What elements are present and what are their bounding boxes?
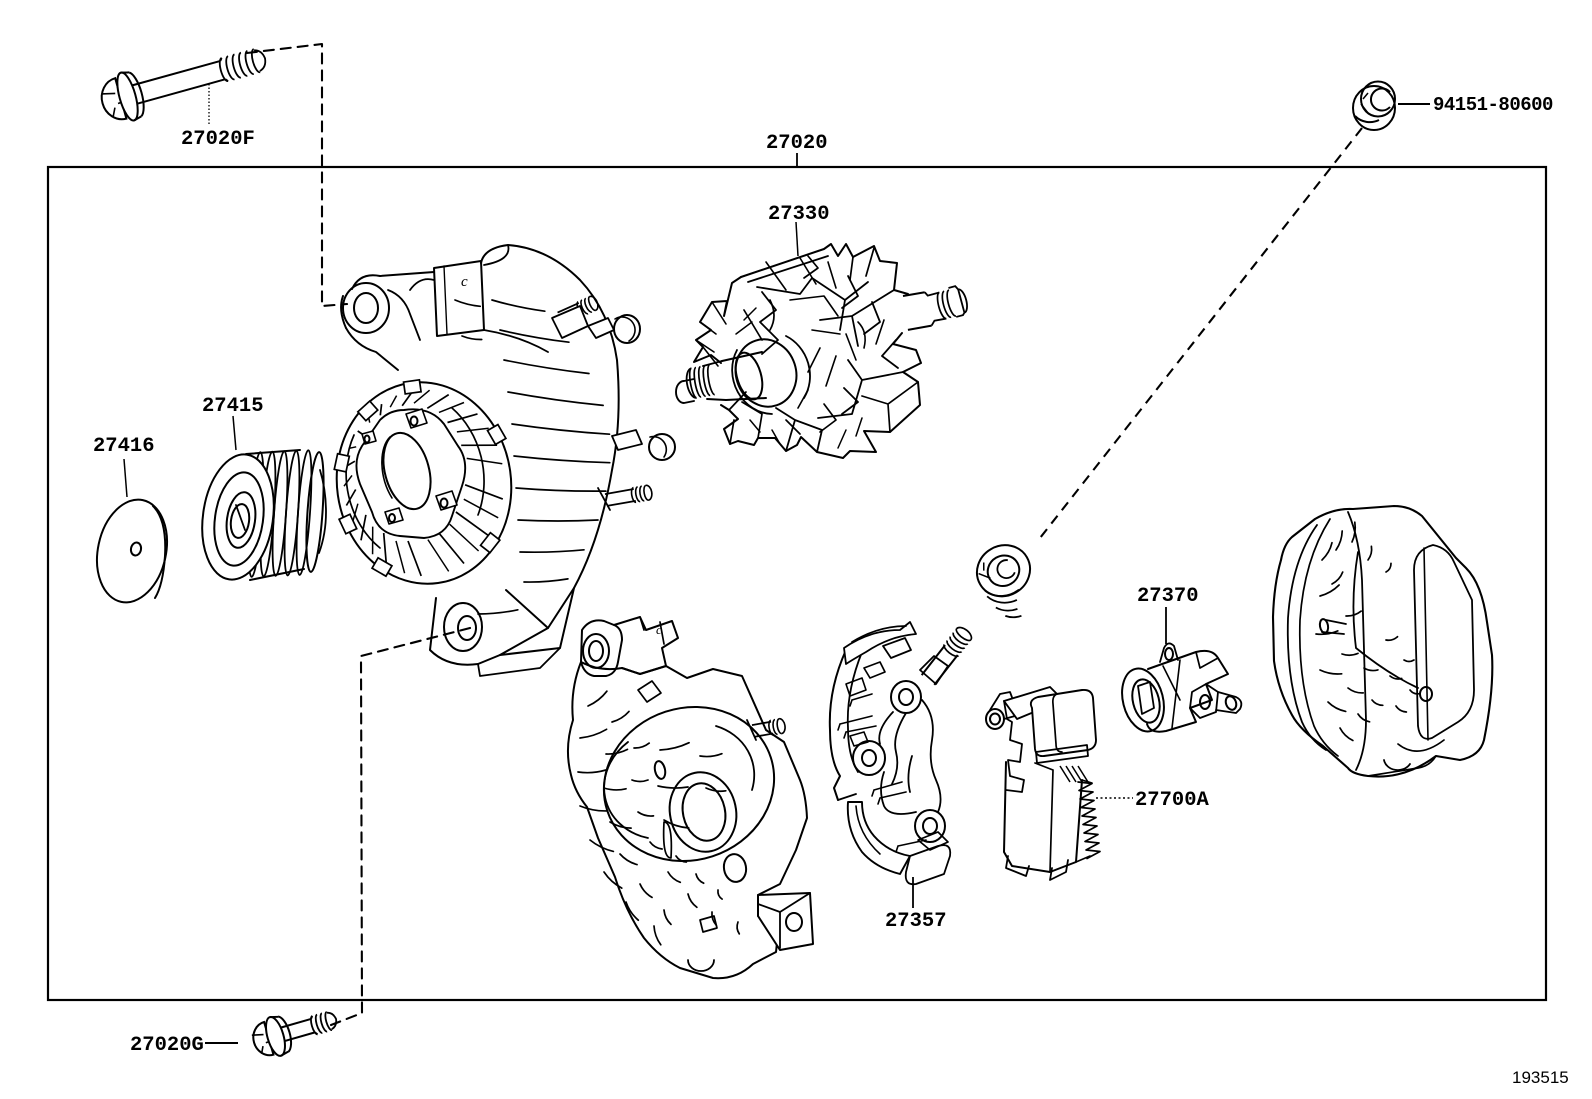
svg-text:27700A: 27700A xyxy=(1135,789,1210,812)
svg-text:27357: 27357 xyxy=(885,910,947,933)
svg-text:27370: 27370 xyxy=(1137,585,1199,608)
svg-text:27020G: 27020G xyxy=(130,1034,204,1057)
svg-text:27330: 27330 xyxy=(768,203,830,226)
svg-text:94151-80600: 94151-80600 xyxy=(1433,94,1553,116)
svg-text:27415: 27415 xyxy=(202,395,264,418)
svg-text:c: c xyxy=(656,622,662,637)
svg-text:27416: 27416 xyxy=(93,435,155,458)
svg-text:c: c xyxy=(461,274,468,290)
svg-text:27020: 27020 xyxy=(766,132,828,155)
svg-text:193515: 193515 xyxy=(1512,1068,1569,1087)
svg-text:27020F: 27020F xyxy=(181,128,255,151)
